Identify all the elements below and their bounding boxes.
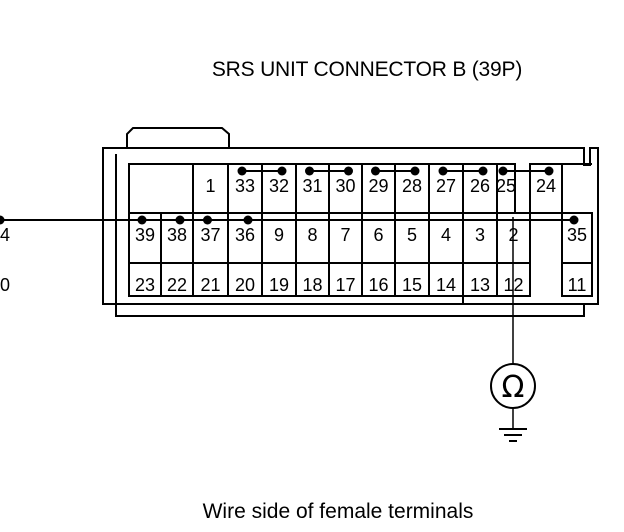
pin-number-8: 8 [307,225,317,245]
shorting-bar-35-34 [0,215,579,225]
shorting-bars [0,166,579,225]
pin-number-20: 20 [235,275,255,295]
pin-number-13: 13 [470,275,490,295]
pin-number-32: 32 [269,176,289,196]
pin-number-27: 27 [436,176,456,196]
terminal-grid: 13 33 23 1 30 29 28 27 26 25 24 39 38 37 36 9 8 7 6 5 4 32 35 3… [0,163,593,304]
diagram-title: SRS UNIT CONNECTOR B (39P) [211,58,523,81]
pin-number-39: 39 [135,225,155,245]
pin-number-16: 16 [368,275,388,295]
pin-number-7: 7 [340,225,350,245]
pin-number-4: 4 [441,225,451,245]
ohm-symbol: Ω [502,370,525,405]
shorting-bar-31-30 [305,166,353,176]
pin-number-34: 34 [0,225,10,245]
pin-number-36: 36 [235,225,255,245]
pin-number-3: 3 [475,225,485,245]
pin-number-22: 22 [167,275,187,295]
pin-number-9: 9 [274,225,284,245]
pin-number-33: 33 [235,176,255,196]
blank-cell [128,163,194,214]
pin-number-1: 1 [205,176,215,196]
shorting-bar-25-24 [498,166,554,176]
pin-number-10: 10 [0,275,10,295]
pin-number-37: 37 [200,225,220,245]
pin-number-31: 31 [302,176,322,196]
pin-number-23: 23 [135,275,155,295]
terminal-cell [561,262,593,297]
probe-circuit: Ω [490,217,536,442]
pin-number-24: 24 [536,176,556,196]
pin-number-14: 14 [436,275,456,295]
pin-number-18: 18 [302,275,322,295]
shorting-bar-33-32 [237,166,287,176]
pin-number-15: 15 [402,275,422,295]
pin-number-19: 19 [269,275,289,295]
diagram-caption: Wire side of female terminals [202,500,474,523]
pin-number-26: 26 [470,176,490,196]
shorting-bar-29-28 [371,166,420,176]
pin-number-5: 5 [407,225,417,245]
pin-number-11: 11 [568,275,587,295]
ground-icon [499,428,527,442]
pin-number-6: 6 [373,225,383,245]
shorting-bar-27-26 [438,166,488,176]
pin-number-21: 21 [200,275,220,295]
pin-number-28: 28 [402,176,422,196]
pin-number-29: 29 [368,176,388,196]
pin-number-17: 17 [335,275,355,295]
pin-number-35: 35 [567,225,587,245]
pin-number-25: 25 [496,176,516,196]
pin-number-38: 38 [167,225,187,245]
pin-number-30: 30 [335,176,355,196]
